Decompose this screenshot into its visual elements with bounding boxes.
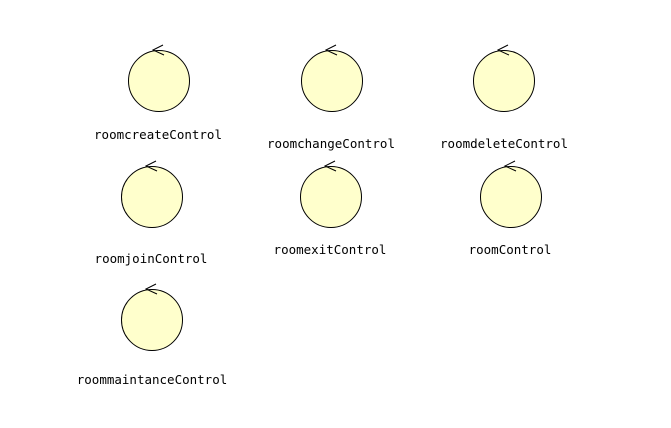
- room-control-label: roomControl: [468, 242, 552, 257]
- control-circle-icon: [480, 160, 542, 228]
- control-circle-icon: [128, 44, 190, 112]
- roomchange-control-icon[interactable]: [299, 44, 365, 114]
- roomexit-control-label: roomexitControl: [273, 242, 387, 257]
- roomdelete-control-label: roomdeleteControl: [440, 136, 568, 151]
- control-circle-icon: [121, 283, 183, 351]
- control-circle-icon: [121, 160, 183, 228]
- roomcreate-control-icon[interactable]: [126, 44, 192, 114]
- control-circle-icon: [300, 160, 362, 228]
- roommaintance-control-label: roommaintanceControl: [76, 372, 228, 387]
- roomchange-control-label: roomchangeControl: [267, 136, 395, 151]
- room-control-icon[interactable]: [478, 160, 544, 230]
- roomjoin-control-label: roomjoinControl: [94, 251, 208, 266]
- control-circle-icon: [301, 44, 363, 112]
- control-circle-icon: [473, 44, 535, 112]
- roommaintance-control-icon[interactable]: [119, 283, 185, 353]
- roomcreate-control-label: roomcreateControl: [94, 127, 222, 142]
- roomexit-control-icon[interactable]: [298, 160, 364, 230]
- roomdelete-control-icon[interactable]: [471, 44, 537, 114]
- roomjoin-control-icon[interactable]: [119, 160, 185, 230]
